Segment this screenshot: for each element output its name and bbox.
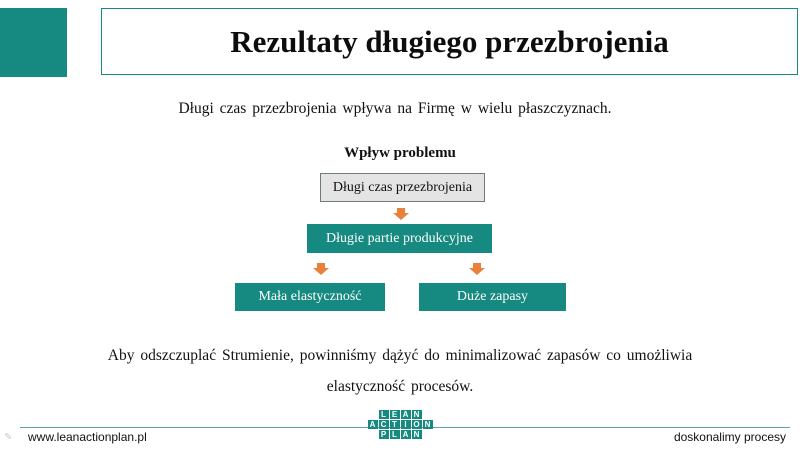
- logo-letter: N: [422, 420, 433, 429]
- logo-letter: [368, 430, 378, 439]
- logo-letter: L: [389, 430, 400, 439]
- node-left-label: Mała elastyczność: [258, 289, 362, 304]
- accent-square: [0, 8, 67, 77]
- node-root-label: Długi czas przezbrojenia: [332, 179, 473, 195]
- node-right-label: Duże zapasy: [456, 289, 529, 304]
- diagram-title: Wpływ problemu: [344, 145, 456, 161]
- logo-letter: [423, 430, 433, 439]
- logo-letter: L: [378, 410, 389, 419]
- down-arrow-icon: [469, 263, 485, 275]
- logo-letter: E: [389, 410, 400, 419]
- logo-letter: I: [400, 420, 411, 429]
- logo-letter: A: [400, 410, 411, 419]
- node-middle-label: Długie partie produkcyjne: [326, 230, 473, 246]
- node-root: Długi czas przezbrojenia: [320, 173, 485, 202]
- logo-letter: N: [411, 410, 422, 419]
- pen-mark-icon: ✎: [4, 432, 13, 443]
- node-left: Mała elastyczność: [235, 283, 385, 311]
- conclusion-text: Aby odszczuplać Strumienie, powinniśmy d…: [60, 340, 740, 402]
- node-middle: Długie partie produkcyjne: [307, 224, 492, 253]
- down-arrow-icon: [393, 208, 409, 220]
- conclusion-line-2: elastyczność procesów.: [326, 378, 474, 395]
- node-right: Duże zapasy: [419, 283, 566, 311]
- logo-letter: C: [378, 420, 389, 429]
- intro-text: Długi czas przezbrojenia wpływa na Firmę…: [178, 100, 612, 117]
- logo-letter: [423, 410, 433, 419]
- footer-slogan: doskonalimy procesy: [673, 430, 786, 444]
- conclusion-line-1: Aby odszczuplać Strumienie, powinniśmy d…: [107, 347, 693, 364]
- footer-website: www.leanactionplan.pl: [28, 430, 147, 444]
- logo-letter: A: [367, 420, 378, 429]
- logo-letter: [368, 410, 378, 419]
- logo-letter: N: [411, 430, 422, 439]
- logo-letter: P: [378, 430, 389, 439]
- title-box: Rezultaty długiego przezbrojenia: [101, 8, 798, 75]
- down-arrow-icon: [313, 263, 329, 275]
- slide-title: Rezultaty długiego przezbrojenia: [230, 23, 669, 59]
- logo-letter: O: [411, 419, 422, 429]
- logo-letter: A: [400, 430, 411, 439]
- logo-letter: T: [389, 420, 400, 429]
